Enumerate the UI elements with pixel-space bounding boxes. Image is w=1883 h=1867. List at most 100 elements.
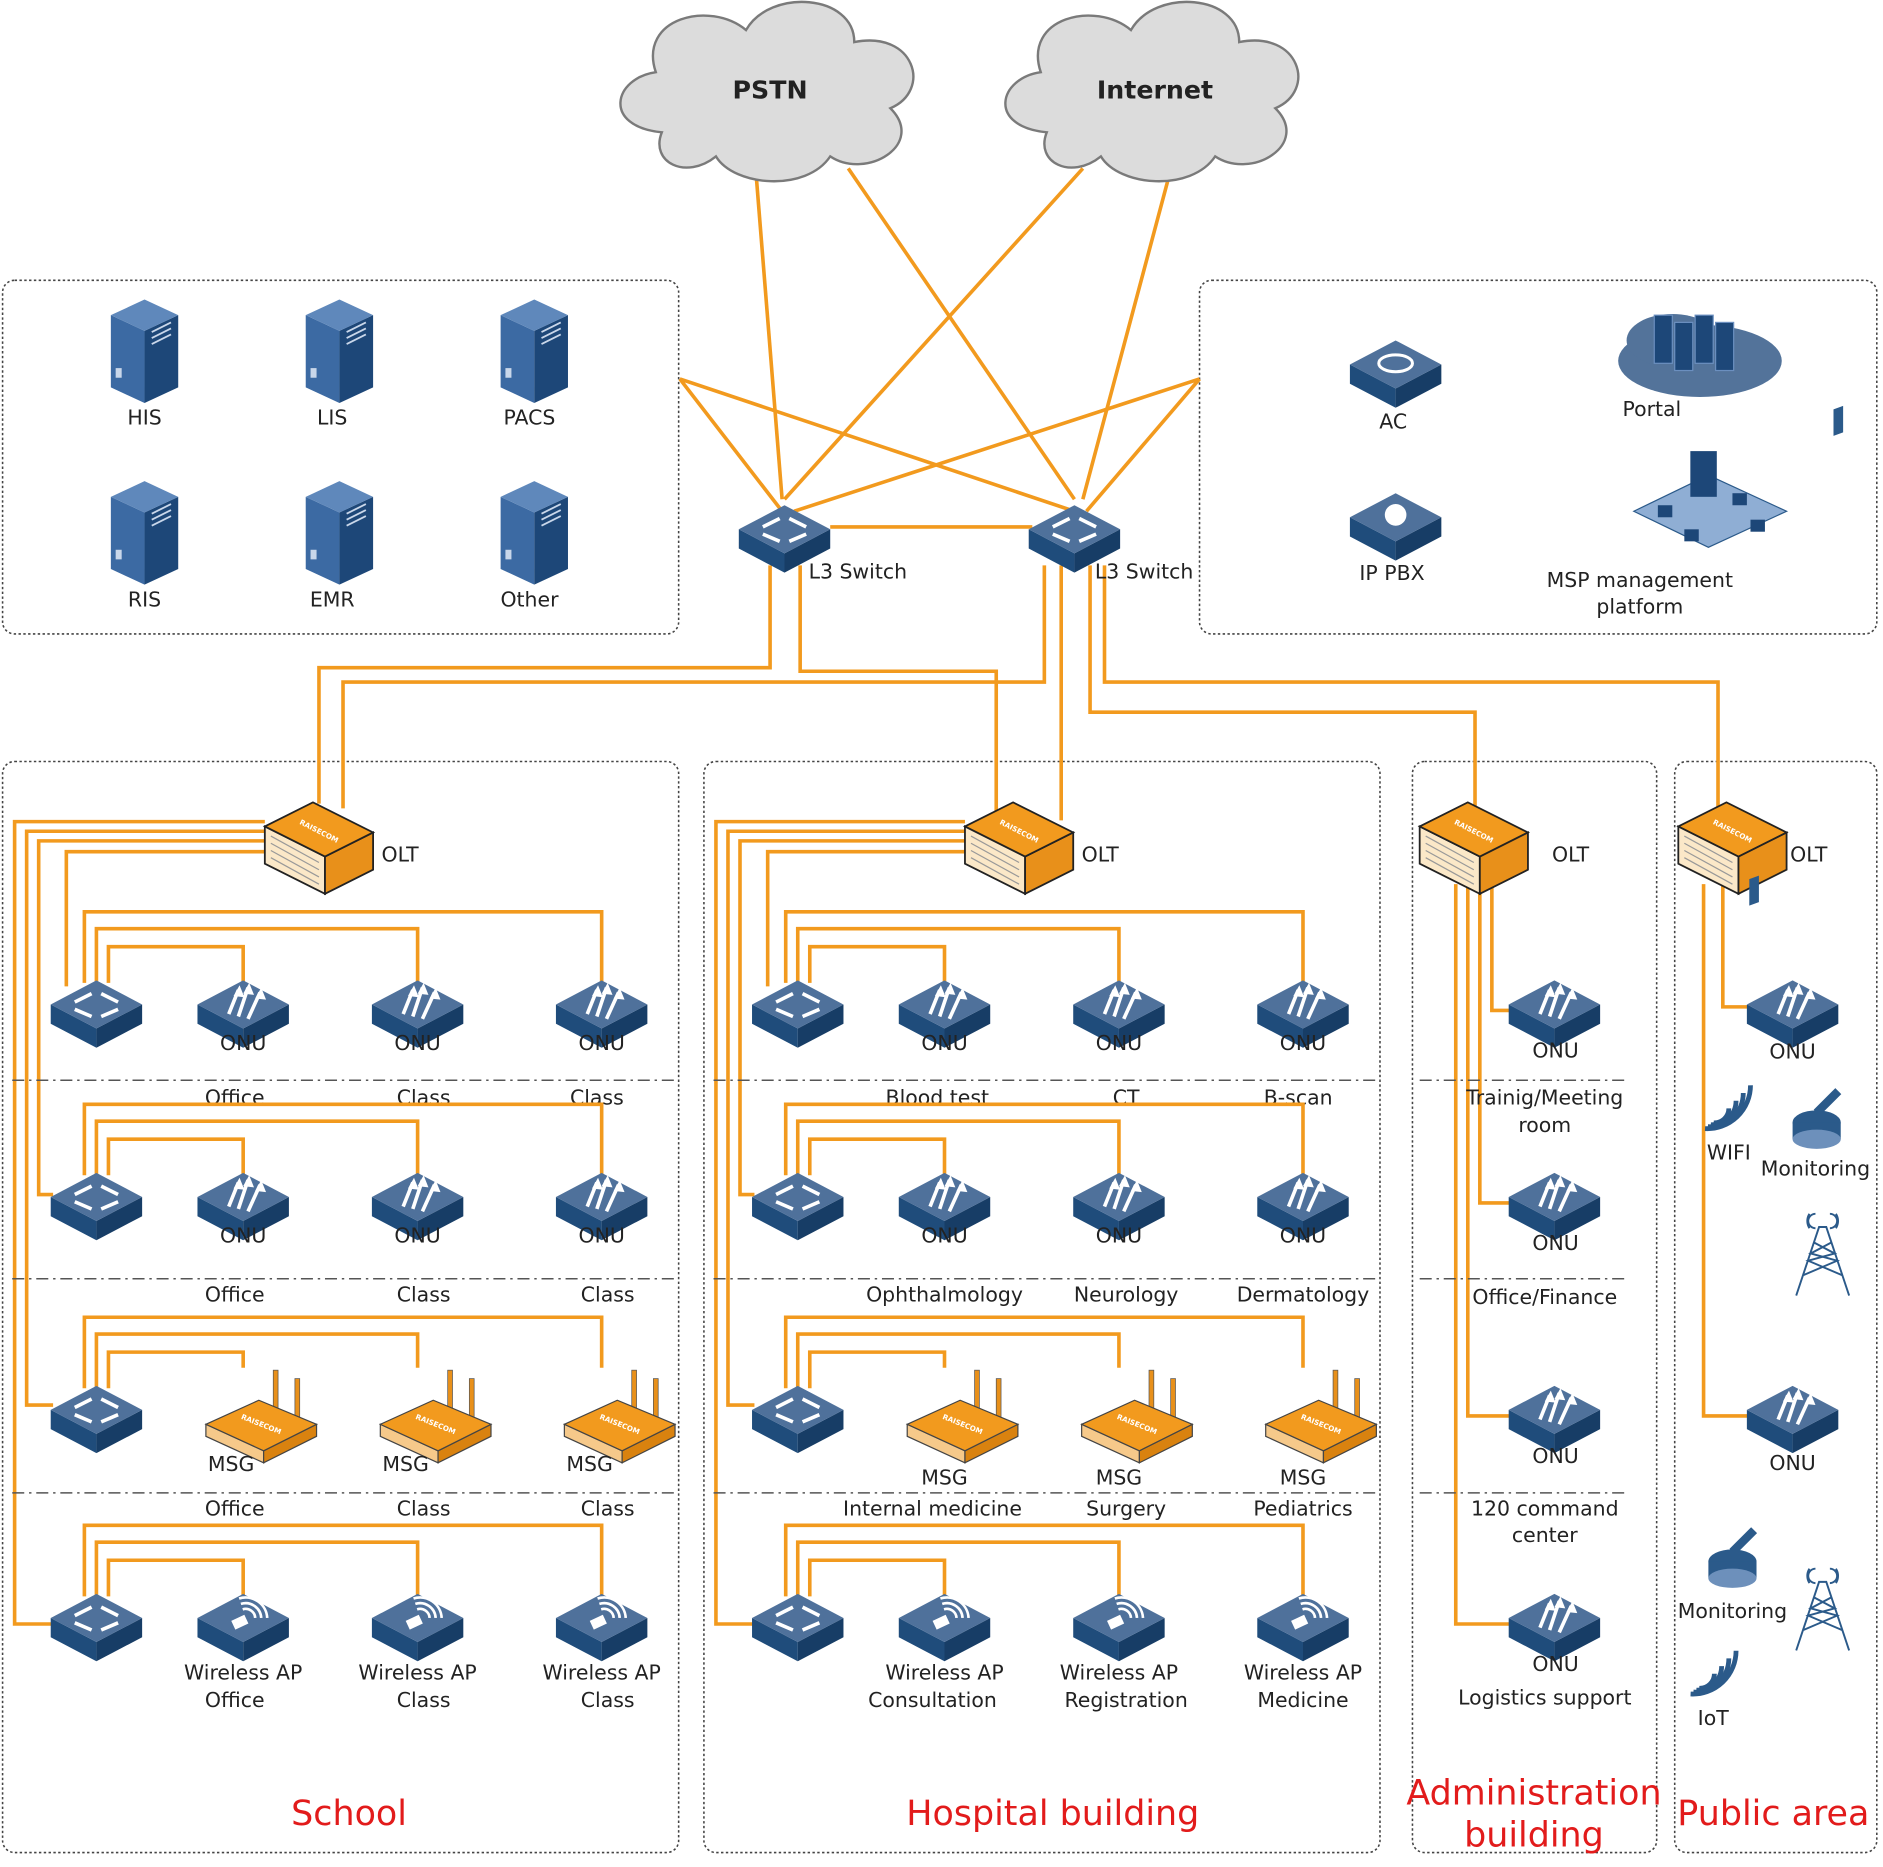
access-switch-icon[interactable] [752,1172,844,1241]
face [752,1617,798,1662]
msg-gateway-icon[interactable]: RAISECOM [1264,1369,1378,1464]
access-switch-icon[interactable] [50,1593,143,1662]
tower-brace [1805,1241,1843,1277]
antenna [631,1369,637,1412]
server-icon[interactable] [305,481,374,585]
panel-slot [1425,857,1475,885]
uplink [783,167,1085,501]
server-icon[interactable] [110,481,179,585]
uplink [317,565,772,804]
arrow-head [1792,1388,1804,1401]
face [1554,1004,1601,1048]
iot-icon [1690,1650,1739,1697]
server-icon[interactable] [305,299,374,403]
face [1302,1004,1349,1048]
disk-slot [505,368,512,378]
arrow [100,992,119,1004]
uplink [753,168,784,500]
arrow [100,1397,119,1410]
lan-link [1453,884,1510,1626]
onu-icon[interactable] [898,1172,991,1241]
access-switch-icon[interactable] [50,1385,143,1454]
arrow [1078,516,1097,529]
l3-switch-icon[interactable] [1028,505,1121,573]
onu-icon[interactable] [1508,1593,1601,1662]
onu-icon[interactable] [1508,1385,1601,1454]
onu-icon[interactable] [1257,980,1349,1048]
l3-switch-label: L3 Switch [1095,560,1193,584]
msp-label: platform [1596,595,1683,619]
wireless-ap-icon[interactable] [555,1593,648,1662]
onu-icon[interactable] [1508,1172,1601,1241]
server-icon[interactable] [500,299,568,403]
onu-icon[interactable] [555,980,648,1048]
onu-icon[interactable] [197,980,289,1048]
msg-label: MSG [1096,1465,1142,1489]
wireless-ap-icon[interactable] [1257,1593,1349,1662]
arm [1813,1088,1842,1116]
lan-link [1490,884,1510,1013]
arrow-head [1302,982,1314,995]
portal-server [1653,314,1673,364]
monitoring-camera-icon[interactable] [1792,405,1844,1149]
olt-icon[interactable]: RAISECOM [1676,801,1789,896]
msg-gateway-icon[interactable]: RAISECOM [562,1369,677,1464]
arrow [74,1621,93,1632]
access-switch-icon[interactable] [50,1172,143,1241]
onu-icon[interactable] [1073,980,1165,1048]
monitoring-camera-icon[interactable] [1708,875,1759,1588]
msg-gateway-icon[interactable]: RAISECOM [204,1369,319,1464]
onu-icon[interactable] [1073,1172,1165,1241]
olt-icon[interactable]: RAISECOM [1417,801,1530,896]
access-switch-icon[interactable] [752,1385,844,1454]
olt-icon[interactable]: RAISECOM [962,801,1076,896]
access-controller-icon[interactable] [1349,340,1442,408]
vent [346,509,367,521]
server-icon[interactable] [500,481,568,585]
lan-link [795,1540,1121,1597]
arrow [801,1007,821,1019]
face [50,1409,97,1454]
msg-gateway-icon[interactable]: RAISECOM [1080,1369,1194,1464]
onu-icon[interactable] [1257,1172,1349,1241]
onu-icon[interactable] [555,1172,648,1241]
arrow-head [1566,987,1578,1000]
lan-link [795,926,1121,983]
wireless-ap-icon[interactable] [1073,1593,1165,1662]
l3-switch-icon[interactable] [738,505,831,573]
onu-icon[interactable] [1508,980,1601,1048]
wireless-ap-icon[interactable] [371,1593,464,1662]
onu-icon[interactable] [371,980,464,1048]
wifi-wave [242,1607,257,1619]
server-icon[interactable] [110,299,179,403]
wireless-ap-icon[interactable] [898,1593,991,1662]
access-switch-icon[interactable] [752,1593,844,1662]
face [417,1196,464,1241]
olt-label: OLT [382,842,420,866]
onu-icon[interactable] [371,1172,464,1241]
tower-frame [1795,1226,1851,1296]
ap-body [231,1614,249,1630]
onu-icon[interactable] [1746,1385,1839,1454]
olt-icon[interactable]: RAISECOM [262,801,376,896]
wave-arc [1704,1085,1753,1132]
ip-pbx-icon[interactable] [1349,493,1442,561]
fiber-link [64,849,265,987]
portal-icon[interactable] [1618,313,1782,397]
lan-link [106,1350,245,1389]
disk-slot [115,368,122,378]
msg-gateway-icon[interactable]: RAISECOM [378,1369,493,1464]
msg-gateway-icon[interactable]: RAISECOM [905,1369,1020,1464]
access-switch-icon[interactable] [50,980,143,1048]
msp-platform-icon[interactable] [1632,451,1789,549]
onu-icon[interactable] [1746,980,1839,1048]
onu-icon[interactable] [197,1172,289,1241]
lan-link [1465,884,1510,1418]
wireless-ap-icon[interactable] [197,1593,289,1662]
access-switch-icon[interactable] [752,980,844,1048]
panel-slot [970,857,1020,885]
arrow-head [1315,987,1326,1000]
dome [1792,1129,1841,1149]
wifi-wave [940,1596,970,1619]
onu-icon[interactable] [898,980,991,1048]
